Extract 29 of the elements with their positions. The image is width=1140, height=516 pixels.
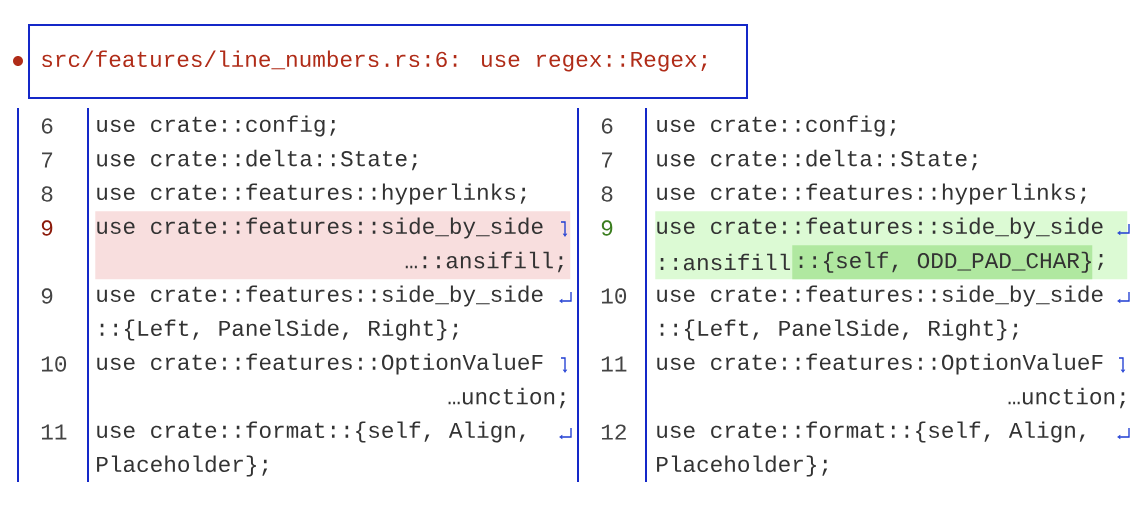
- header-box: src/features/line_numbers.rs:6: use regex::Regex;: [28, 24, 748, 99]
- code-line: use crate::delta::State;: [97, 149, 417, 171]
- code-line: use crate::delta::State;: [657, 149, 977, 171]
- line-number: 7: [42, 152, 53, 168]
- code-line: Placeholder};: [97, 455, 268, 477]
- deleted-line-band: use crate::features::side_by_side …::ansifill;: [95, 211, 571, 280]
- code-line: …unction;: [1008, 387, 1125, 409]
- line-number: 11: [41, 424, 67, 440]
- line-number: 10: [601, 288, 627, 304]
- code-line: Placeholder};: [657, 455, 828, 477]
- line-number: 9: [41, 288, 53, 304]
- code-line: use crate::format::{self, Align,: [657, 421, 1085, 443]
- code-line: use crate::format::{self, Align,: [97, 421, 525, 443]
- code-line: ::{Left, PanelSide, Right};: [660, 319, 1018, 341]
- line-number: 11: [601, 356, 627, 372]
- changed-text-highlight: ::{self, ODD_PAD_CHAR}: [792, 245, 1093, 280]
- line-number: 9: [601, 220, 613, 236]
- line-number: 8: [601, 186, 613, 202]
- code-line: use crate::config;: [657, 115, 896, 137]
- code-line: use crate::features::hyperlinks;: [657, 183, 1086, 205]
- code-line: ::{Left, PanelSide, Right};: [100, 319, 458, 341]
- line-number: 9: [41, 220, 53, 236]
- line-number: 7: [602, 152, 613, 168]
- code-line: use crate::features::OptionValueF: [97, 353, 543, 375]
- code-line: …unction;: [448, 387, 565, 409]
- line-number: 8: [41, 186, 53, 202]
- line-number: 10: [41, 356, 67, 372]
- code-line: use crate::features::OptionValueF: [657, 353, 1103, 375]
- line-number: 12: [601, 424, 626, 440]
